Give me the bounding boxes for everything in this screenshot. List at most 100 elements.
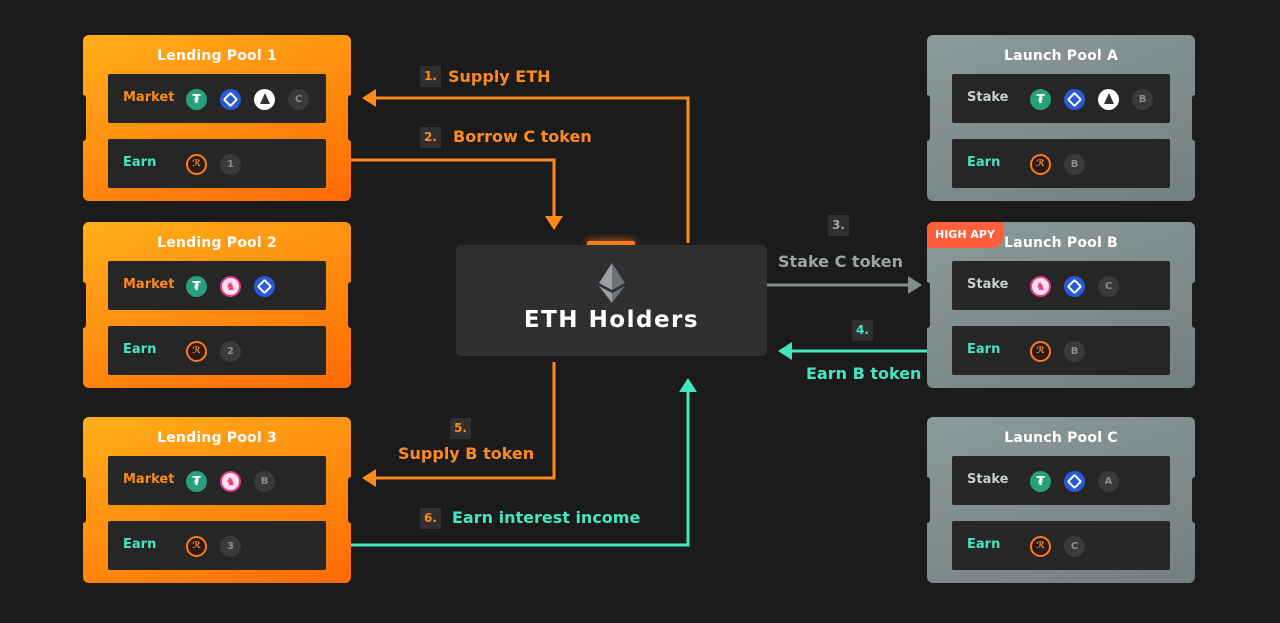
ethereum-icon xyxy=(1098,88,1119,110)
unicorn-icon: ♞ xyxy=(1030,275,1051,297)
card-notch xyxy=(926,95,930,141)
earn-row: Earn ℛ 1 xyxy=(108,139,326,188)
earn-label: Earn xyxy=(123,537,157,552)
card-notch xyxy=(1192,477,1196,523)
chainlink-icon xyxy=(220,88,241,110)
unicorn-icon: ♞ xyxy=(220,275,241,297)
pool-title: Launch Pool C xyxy=(1004,430,1118,446)
token-c-icon: C xyxy=(1064,535,1085,557)
lending-pool-3-card: Lending Pool 3 Market ₮ ♞ B Earn ℛ 3 xyxy=(82,417,352,583)
market-row: Market ₮ ♞ B xyxy=(108,456,326,505)
step-1-number: 1. xyxy=(420,66,441,87)
lending-pool-1-card: Lending Pool 1 Market ₮ C Earn ℛ 1 xyxy=(82,35,352,201)
earn-label: Earn xyxy=(967,537,1001,552)
market-label: Market xyxy=(123,277,175,292)
chainlink-icon xyxy=(1064,470,1085,492)
earn-row: Earn ℛ C xyxy=(952,521,1170,570)
arrowhead-supply-eth xyxy=(362,89,376,107)
step-5-number: 5. xyxy=(450,418,471,439)
reward-token-icon: ℛ xyxy=(1030,340,1051,362)
earn-row: Earn ℛ 3 xyxy=(108,521,326,570)
reward-token-icon: ℛ xyxy=(186,535,207,557)
card-notch xyxy=(926,477,930,523)
stake-label: Stake xyxy=(967,90,1009,105)
token-c-icon: C xyxy=(1098,275,1119,297)
reward-token-icon: ℛ xyxy=(1030,153,1051,175)
step-3-label: Stake C token xyxy=(778,252,904,271)
earn-label: Earn xyxy=(967,342,1001,357)
token-b-icon: B xyxy=(254,470,275,492)
token-c-icon: C xyxy=(288,88,309,110)
reward-token-icon: ℛ xyxy=(1030,535,1051,557)
ethereum-icon xyxy=(254,88,275,110)
eth-holders-label: ETH Holders xyxy=(523,307,700,333)
step-5-label: Supply B token xyxy=(398,444,535,463)
earn-label: Earn xyxy=(123,155,157,170)
earn-label: Earn xyxy=(967,155,1001,170)
token-b-icon: B xyxy=(1064,153,1085,175)
arrowhead-supply-b xyxy=(362,469,376,487)
step-6-number: 6. xyxy=(420,508,441,529)
arrowhead-earn-b xyxy=(778,342,792,360)
card-notch xyxy=(348,282,352,328)
chainlink-icon xyxy=(1064,275,1085,297)
card-notch xyxy=(82,477,86,523)
launch-pool-c-card: Launch Pool C Stake ₮ A Earn ℛ C xyxy=(926,417,1196,583)
step-2-label: Borrow C token xyxy=(453,127,592,146)
flow-line-earn-interest xyxy=(346,392,690,547)
token-a-icon: A xyxy=(1098,470,1119,492)
earn-row: Earn ℛ 2 xyxy=(108,326,326,375)
pool-title: Launch Pool B xyxy=(1004,235,1118,251)
pool-title: Launch Pool A xyxy=(1003,48,1119,64)
token-2-icon: 2 xyxy=(220,340,241,362)
eth-holders-node: ETH Holders xyxy=(456,245,767,356)
arrowhead-earn-interest xyxy=(679,378,697,392)
stake-label: Stake xyxy=(967,472,1009,487)
earn-row: Earn ℛ B xyxy=(952,139,1170,188)
launch-pool-a-card: Launch Pool A Stake ₮ B Earn ℛ B xyxy=(926,35,1196,201)
flow-line-supply-b xyxy=(374,362,556,480)
token-b-icon: B xyxy=(1132,88,1153,110)
card-notch xyxy=(348,477,352,523)
ethereum-icon xyxy=(599,263,625,303)
token-b-icon: B xyxy=(1064,340,1085,362)
flow-line-borrow-c xyxy=(346,158,556,218)
pool-title: Lending Pool 3 xyxy=(157,430,277,446)
market-row: Market ₮ C xyxy=(108,74,326,123)
step-3-number: 3. xyxy=(828,215,849,236)
chainlink-icon xyxy=(254,275,275,297)
launch-pool-b-card: HIGH APY Launch Pool B Stake ♞ C Earn ℛ … xyxy=(926,222,1196,388)
flow-line-supply-eth xyxy=(374,96,690,243)
stake-row: Stake ₮ A xyxy=(952,456,1170,505)
tether-icon: ₮ xyxy=(186,470,207,492)
token-1-icon: 1 xyxy=(220,153,241,175)
tether-icon: ₮ xyxy=(1030,88,1051,110)
market-row: Market ₮ ♞ xyxy=(108,261,326,310)
center-accent-bar xyxy=(587,241,635,246)
earn-label: Earn xyxy=(123,342,157,357)
stake-row: Stake ₮ B xyxy=(952,74,1170,123)
arrowhead-stake-c xyxy=(908,276,922,294)
stake-row: Stake ♞ C xyxy=(952,261,1170,310)
reward-token-icon: ℛ xyxy=(186,153,207,175)
earn-row: Earn ℛ B xyxy=(952,326,1170,375)
tether-icon: ₮ xyxy=(186,275,207,297)
token-3-icon: 3 xyxy=(220,535,241,557)
market-label: Market xyxy=(123,472,175,487)
high-apy-badge: HIGH APY xyxy=(927,222,1003,248)
step-6-label: Earn interest income xyxy=(452,508,641,527)
step-4-label: Earn B token xyxy=(806,364,922,383)
pool-title: Lending Pool 2 xyxy=(157,235,277,251)
tether-icon: ₮ xyxy=(1030,470,1051,492)
stake-label: Stake xyxy=(967,277,1009,292)
step-1-label: Supply ETH xyxy=(448,67,551,86)
tether-icon: ₮ xyxy=(186,88,207,110)
step-4-number: 4. xyxy=(852,320,873,341)
card-notch xyxy=(82,95,86,141)
card-notch xyxy=(926,282,930,328)
reward-token-icon: ℛ xyxy=(186,340,207,362)
arrowhead-borrow-c xyxy=(545,216,563,230)
card-notch xyxy=(1192,95,1196,141)
